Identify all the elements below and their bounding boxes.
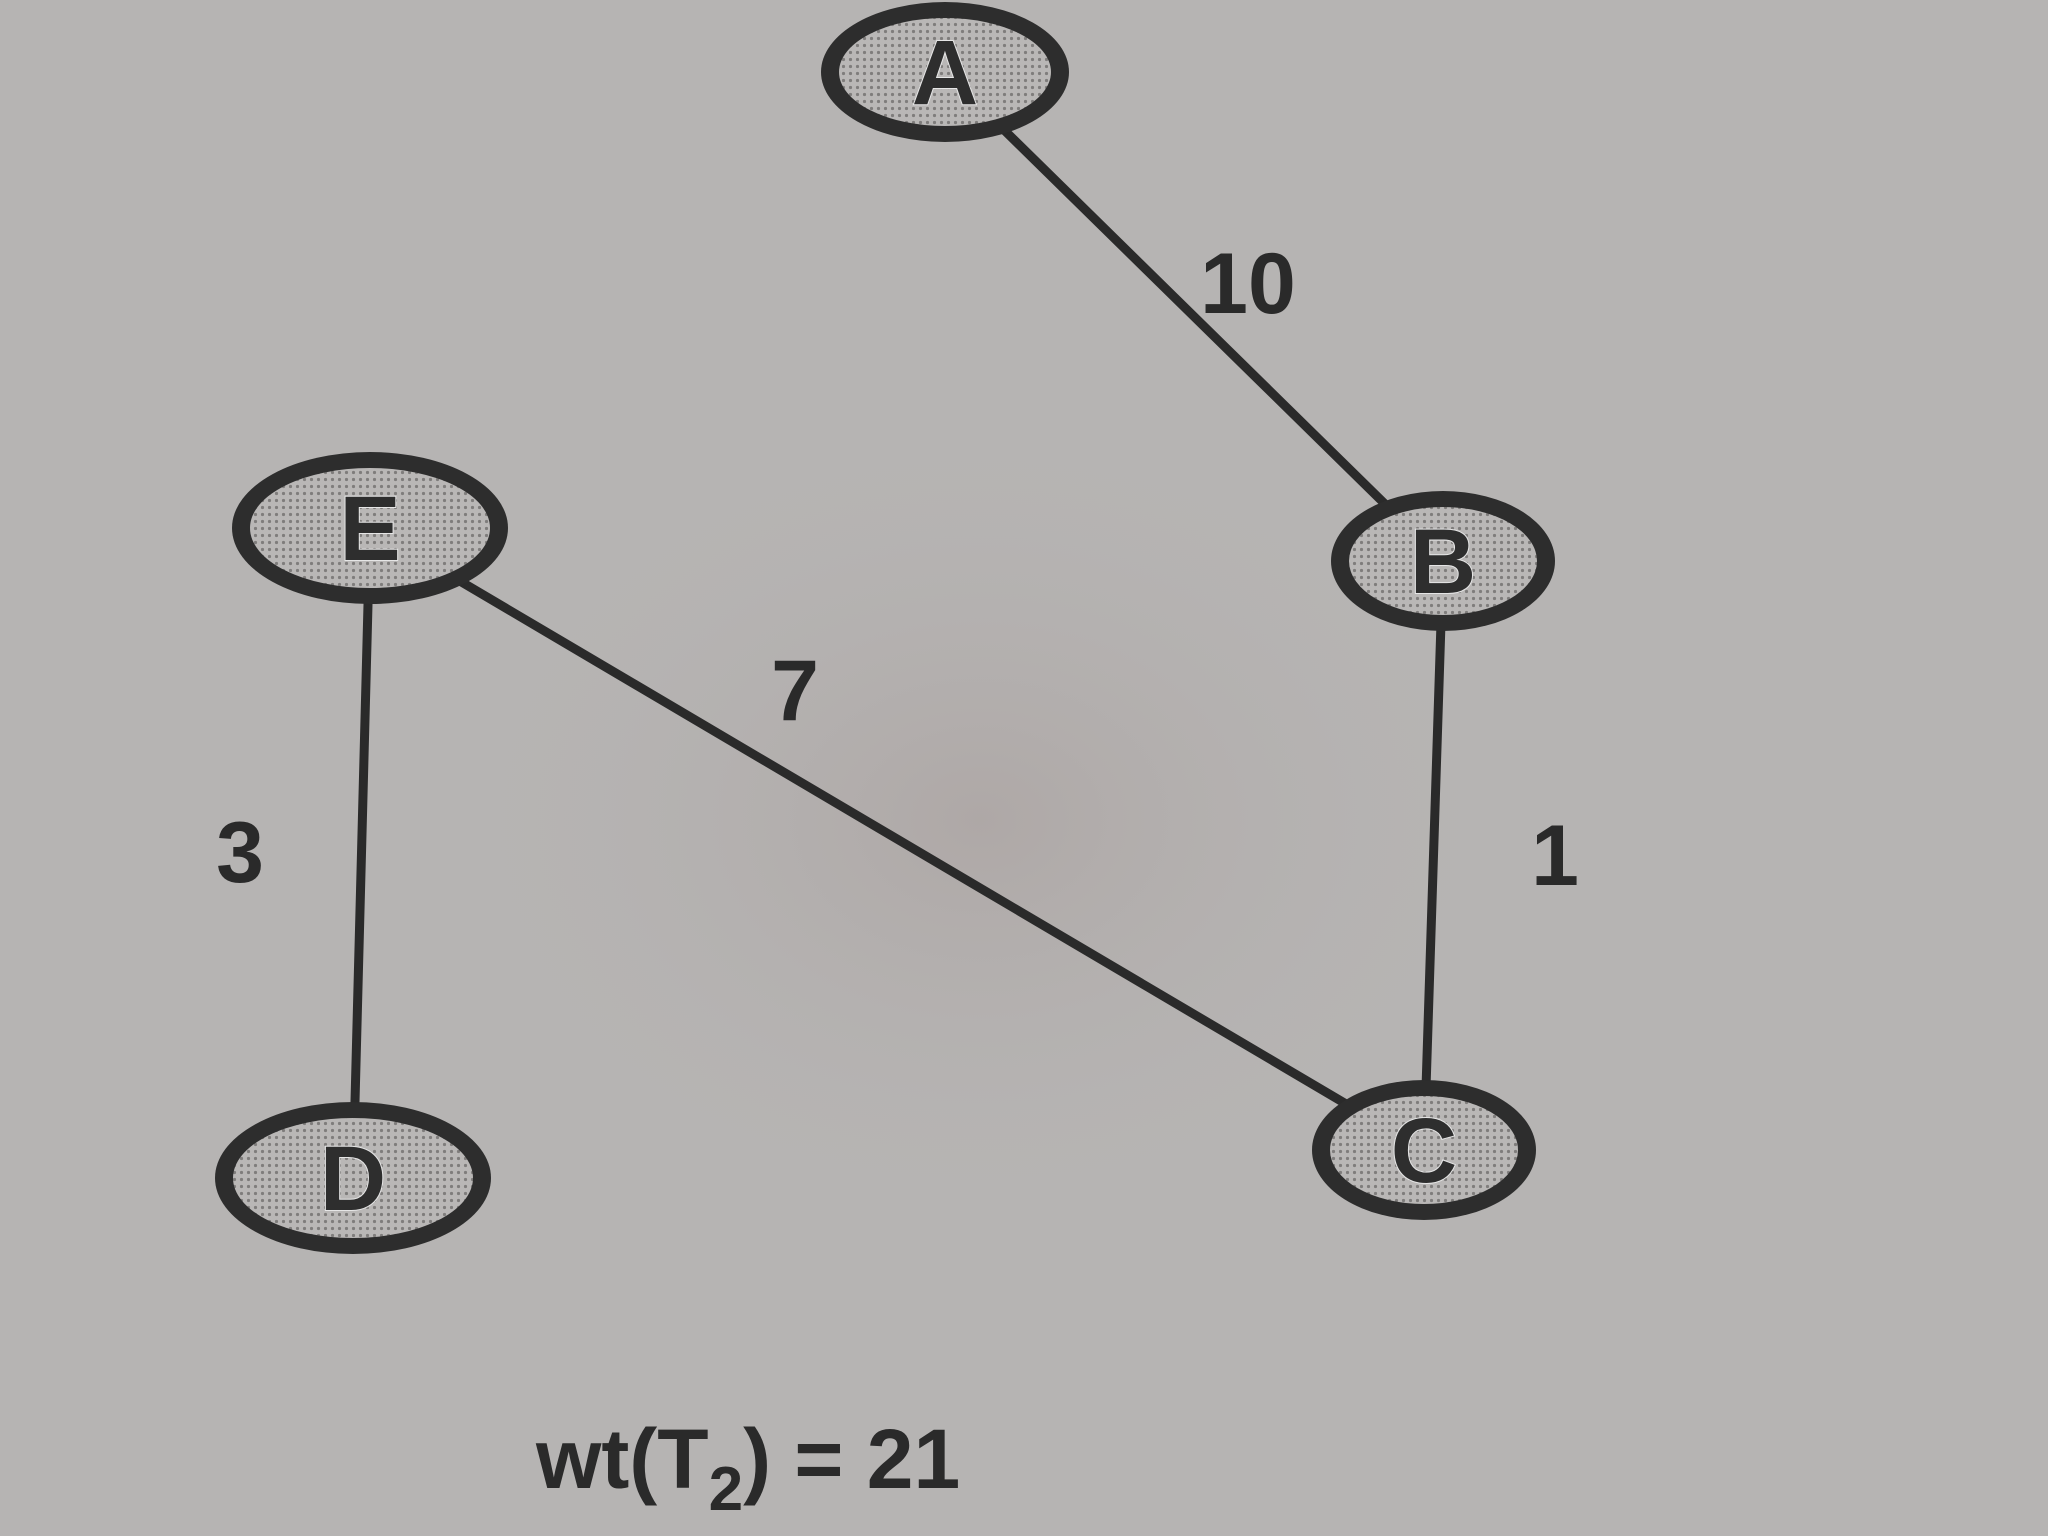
nodes-layer: A B C D E — [215, 2, 1555, 1254]
node-label: D — [320, 1128, 386, 1230]
node-a: A — [821, 2, 1069, 142]
node-label: C — [1391, 1100, 1457, 1202]
node-fill — [839, 18, 1051, 126]
node-b: B — [1331, 491, 1555, 631]
node-c: C — [1312, 1080, 1536, 1220]
caption-subscript: 2 — [709, 1455, 743, 1524]
node-e: E — [232, 452, 508, 604]
edge-weight-b-c: 1 — [1531, 808, 1579, 904]
node-label: B — [1410, 511, 1476, 613]
edge-a-b — [940, 67, 1448, 566]
edge-b-c — [1419, 556, 1448, 1155]
edge-weight-e-d: 3 — [216, 805, 264, 901]
node-d: D — [215, 1102, 491, 1254]
caption-suffix: ) = 21 — [743, 1412, 960, 1506]
node-label: A — [912, 22, 978, 124]
node-fill — [233, 1118, 473, 1238]
node-fill — [250, 468, 490, 588]
node-label: E — [339, 478, 400, 580]
edge-e-d — [348, 523, 375, 1183]
edge-weight-e-c: 7 — [771, 643, 819, 739]
edge-e-c — [365, 523, 1429, 1155]
node-fill — [1349, 507, 1537, 615]
paper-stain — [420, 400, 1540, 1240]
edges-layer: 10 1 7 3 — [216, 67, 1579, 1183]
tree-weight-caption: wt(T2) = 21 — [535, 1412, 960, 1524]
edge-weight-a-b: 10 — [1200, 236, 1296, 332]
node-fill — [1330, 1096, 1518, 1204]
caption-prefix: wt(T — [535, 1412, 709, 1506]
